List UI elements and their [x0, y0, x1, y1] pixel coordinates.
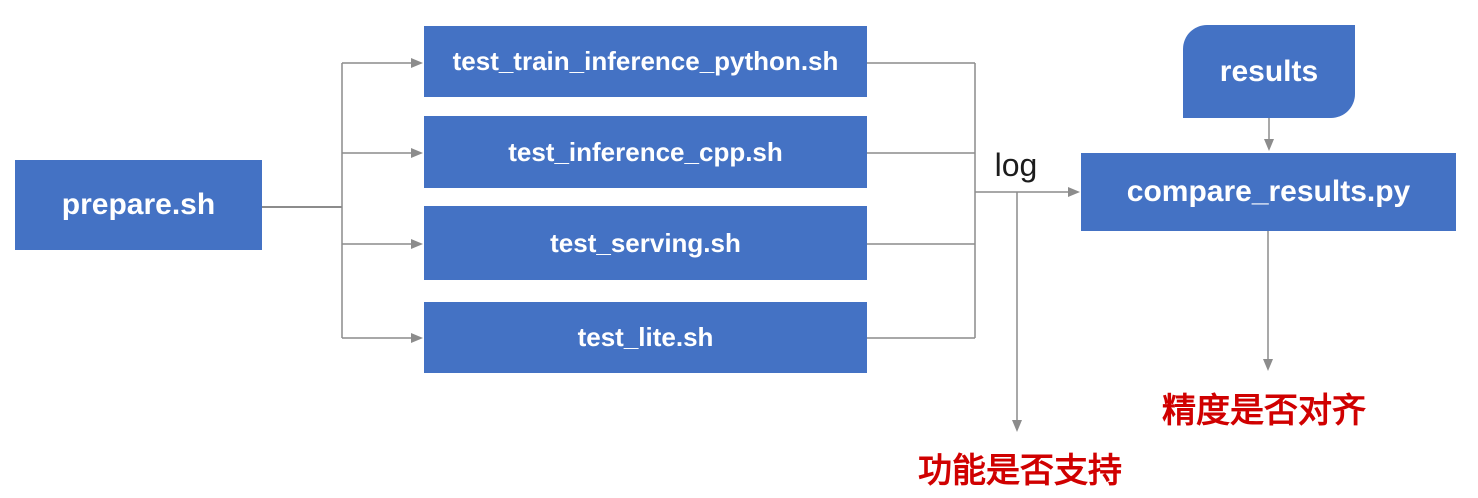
output-function-support: 功能是否支持	[918, 452, 1122, 490]
node-compare-results-py: compare_results.py	[1081, 153, 1456, 231]
node-test-train-inference-python-sh: test_train_inference_python.sh	[424, 26, 867, 97]
edge-label-log: log	[994, 147, 1038, 183]
node-test-inference-cpp-sh: test_inference_cpp.sh	[424, 116, 867, 188]
output-precision-align: 精度是否对齐	[1162, 392, 1366, 430]
node-test-lite-sh: test_lite.sh	[424, 302, 867, 373]
node-results: results	[1183, 25, 1355, 118]
node-prepare-sh: prepare.sh	[15, 160, 262, 250]
node-test-serving-sh: test_serving.sh	[424, 206, 867, 280]
